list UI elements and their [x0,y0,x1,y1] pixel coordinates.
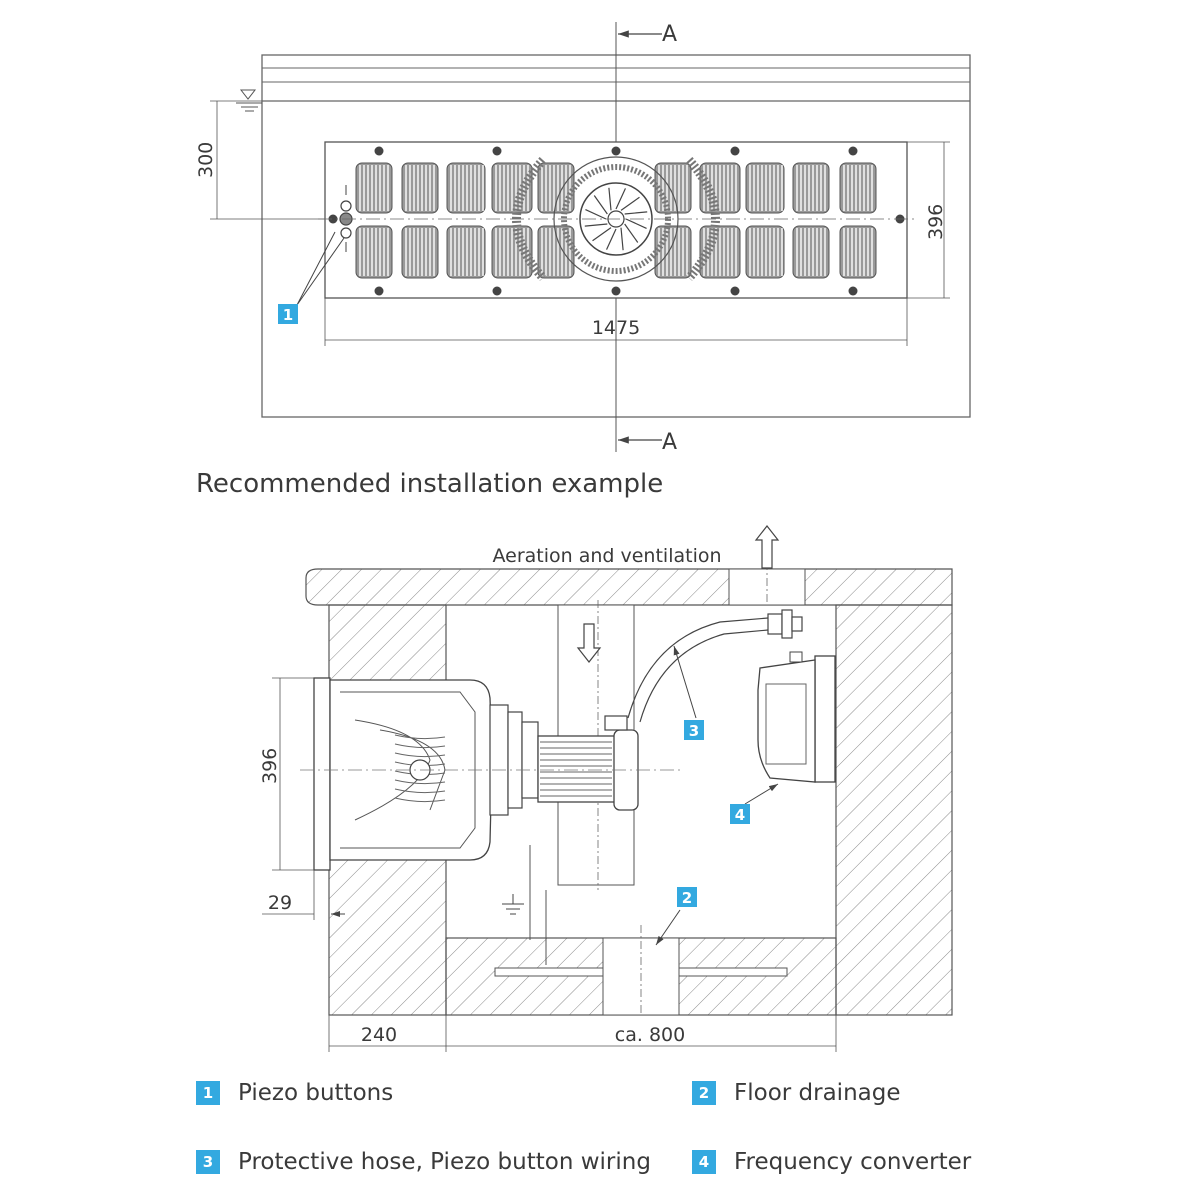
hose-coupling [767,609,803,639]
legend-label: Frequency converter [734,1149,972,1175]
offset-dimension-label: 29 [268,892,292,914]
legend-item-2: 2 Floor drainage [692,1078,901,1108]
right-wall [835,604,953,1016]
bolt [611,286,621,296]
callout-number-3: 3 [689,722,699,740]
drain-grate [678,967,788,977]
swirl-arc [512,156,547,282]
mounting-bolts [328,146,905,296]
bolt [730,286,740,296]
callout-number-1: 1 [283,306,293,324]
callout-leader [744,783,779,805]
bolt [730,146,740,156]
callout-leader [296,231,336,306]
bolt [328,214,338,224]
bolt [374,146,384,156]
bolt [492,146,502,156]
drain-grate [494,967,604,977]
section-label-top: A [662,22,677,47]
section-view: Aeration and ventilation [259,525,953,1052]
width-dimension-label: 1475 [592,317,640,339]
section-label-bottom: A [662,430,677,455]
depth-dimension-label: 300 [195,142,217,178]
grille-slot [355,162,393,214]
ground-icon [502,894,524,915]
bolt [611,146,621,156]
swirl-arc [685,156,720,282]
bolt [374,286,384,296]
legend-label: Floor drainage [734,1080,901,1106]
callout-leader [655,909,681,946]
grille-slot [654,225,692,279]
callout-badge-1 [278,304,298,324]
legend-item-3: 3 Protective hose, Piezo button wiring [196,1147,651,1177]
aeration-label: Aeration and ventilation [492,545,721,567]
grille-slot [792,162,830,214]
grille-slot [839,162,877,214]
grille-slot [792,225,830,279]
callout-leader [296,237,345,306]
motor [537,735,623,803]
water-level-icon [236,89,262,112]
top-slab [305,568,953,606]
grille-slot [401,162,439,214]
grille-slot [654,162,692,214]
callout-leader [673,645,697,719]
jet-unit [300,677,680,871]
section-heading: Recommended installation example [196,469,664,499]
legend-item-4: 4 Frequency converter [692,1147,971,1177]
bolt [848,146,858,156]
unit-height-dimension-label: 396 [259,748,281,784]
bolt [848,286,858,296]
legend-badge: 2 [692,1081,716,1105]
legend-badge: 1 [196,1081,220,1105]
top-view: A A 300 [195,22,971,455]
grille-slots [355,162,877,279]
callout-number-2: 2 [682,889,692,907]
legend-label: Protective hose, Piezo button wiring [238,1149,651,1175]
air-in-arrow-icon [576,623,602,663]
callout-badge-2 [677,887,697,907]
grille-slot [355,225,393,279]
legend-badge: 3 [196,1150,220,1174]
legend-item-1: 1 Piezo buttons [196,1078,393,1108]
callout-badge-3 [684,720,704,740]
air-out-arrow-icon [754,525,780,569]
front-plate [313,677,331,871]
grille-slot [839,225,877,279]
wall-dimension-label: 240 [361,1024,397,1046]
grille-slot [401,225,439,279]
callout-number-4: 4 [735,806,745,824]
height-dimension-label: 396 [925,204,947,240]
legend-label: Piezo buttons [238,1080,394,1106]
bolt [492,286,502,296]
protective-hose [627,617,769,719]
frequency-converter [757,651,836,783]
callout-badge-4 [730,804,750,824]
piezo-buttons [339,185,353,252]
space-dimension-label: ca. 800 [615,1024,685,1046]
legend-badge: 4 [692,1150,716,1174]
